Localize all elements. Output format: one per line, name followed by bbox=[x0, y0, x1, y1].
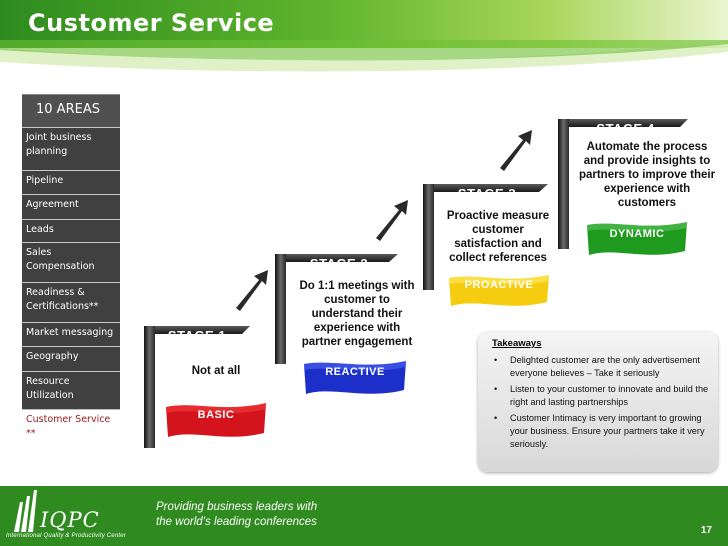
stage-4-flag-label: DYNAMIC bbox=[609, 228, 665, 240]
stage-3-label: STAGE 3 bbox=[457, 186, 517, 201]
stage-1-riser bbox=[144, 326, 155, 448]
sidebar-title: 10 AREAS bbox=[22, 94, 120, 127]
sidebar-item-joint-business-planning[interactable]: Joint business planning bbox=[22, 127, 120, 170]
stage-4-description: Automate the process and provide insight… bbox=[578, 141, 716, 209]
stage-3-tread bbox=[423, 184, 548, 192]
iqpc-logo-mark-icon bbox=[14, 490, 37, 532]
areas-sidebar: 10 AREAS Joint business planning Pipelin… bbox=[22, 94, 120, 454]
page-number: 17 bbox=[700, 525, 712, 536]
footer-tagline: Providing business leaders with the worl… bbox=[156, 501, 318, 528]
stage-2-flag-label: REACTIVE bbox=[325, 366, 385, 378]
stage-3-description: Proactive measure customer satisfaction … bbox=[446, 210, 550, 264]
takeaways-list: •Delighted customer are the only adverti… bbox=[490, 354, 712, 454]
reactive-flag-icon bbox=[304, 361, 406, 394]
stage-3-riser bbox=[423, 184, 434, 290]
list-item: •Delighted customer are the only adverti… bbox=[494, 355, 700, 378]
stage-1-description: Not at all bbox=[191, 365, 241, 377]
stage-4-riser bbox=[558, 119, 569, 249]
list-item: •Listen to your customer to innovate and… bbox=[494, 384, 709, 407]
logo-text: IQPC bbox=[40, 508, 100, 532]
stage-1-flag-label: BASIC bbox=[197, 409, 235, 421]
dynamic-flag-icon bbox=[587, 222, 687, 255]
stage-2-riser bbox=[275, 254, 286, 364]
sidebar-item-sales-compensation[interactable]: Sales Compensation bbox=[22, 242, 120, 282]
bullet-icon: • bbox=[494, 355, 498, 365]
list-item: •Customer Intimacy is very important to … bbox=[494, 413, 705, 449]
stage-2-label: STAGE 2 bbox=[309, 256, 369, 271]
stage-2-tread bbox=[275, 254, 398, 262]
stage-4-tread bbox=[558, 119, 688, 127]
stage-2-description: Do 1:1 meetings with customer to underst… bbox=[299, 280, 415, 348]
stage-3-flag-label: PROACTIVE bbox=[464, 279, 534, 291]
bullet-icon: • bbox=[494, 413, 498, 423]
sidebar-item-leads[interactable]: Leads bbox=[22, 219, 120, 242]
step-arrow-3-icon bbox=[500, 130, 532, 171]
sidebar-item-readiness-certifications[interactable]: Readiness & Certifications** bbox=[22, 282, 120, 322]
step-arrow-2-icon bbox=[376, 200, 408, 241]
slide-footer: IQPC International Quality & Productivit… bbox=[0, 486, 728, 546]
sidebar-item-pipeline[interactable]: Pipeline bbox=[22, 170, 120, 194]
basic-flag-icon bbox=[166, 403, 266, 437]
stage-1-label: STAGE 1 bbox=[167, 328, 227, 343]
logo-subtitle: International Quality & Productivity Cen… bbox=[6, 533, 126, 539]
sidebar-item-customer-service[interactable]: Customer Service ** bbox=[22, 409, 120, 445]
stage-1-tread bbox=[144, 326, 250, 334]
slide-title: Customer Service bbox=[28, 9, 275, 37]
sidebar-item-resource-utilization[interactable]: Resource Utilization bbox=[22, 371, 120, 409]
takeaways-box: Takeaways •Delighted customer are the on… bbox=[478, 332, 718, 472]
header-swoosh bbox=[0, 40, 728, 72]
sidebar-item-market-messaging[interactable]: Market messaging bbox=[22, 322, 120, 346]
sidebar-item-agreement[interactable]: Agreement bbox=[22, 194, 120, 219]
step-arrow-1-icon bbox=[236, 270, 268, 311]
sidebar-item-geography[interactable]: Geography bbox=[22, 346, 120, 371]
proactive-flag-icon bbox=[449, 275, 549, 306]
takeaways-title: Takeaways bbox=[492, 338, 542, 349]
stage-4-label: STAGE 4 bbox=[596, 121, 655, 136]
bullet-icon: • bbox=[494, 384, 498, 394]
